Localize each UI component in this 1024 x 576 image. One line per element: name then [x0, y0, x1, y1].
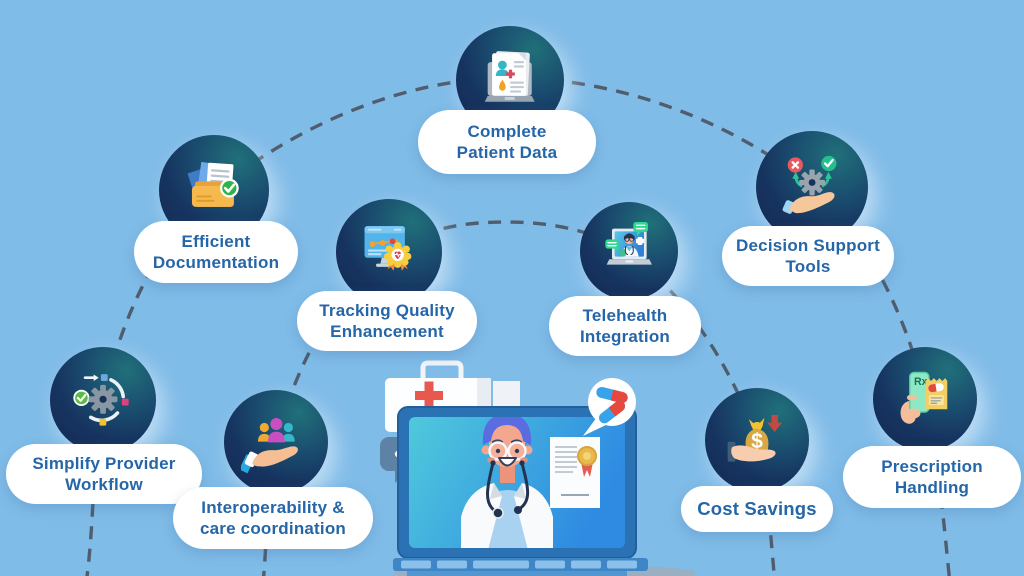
- people-in-hand-icon: [240, 417, 298, 474]
- prescription-handling-circle: Rx: [873, 347, 977, 451]
- monitor-base: [393, 558, 648, 576]
- workflow-cycle-gear-icon: [73, 374, 129, 426]
- quality-badge-monitor-icon: [364, 226, 412, 271]
- simplify-provider-workflow-label: Simplify Provider Workflow: [6, 444, 202, 504]
- cost-savings-circle: $: [705, 388, 809, 492]
- complete-patient-data-label: Complete Patient Data: [418, 110, 596, 174]
- telehealth-doctor-illustration: [380, 360, 695, 576]
- telehealth-monitor: [397, 406, 637, 559]
- tracking-quality-enhancement-circle: [336, 199, 442, 305]
- certificate-icon: [550, 437, 600, 508]
- decision-support-tools-circle: [756, 131, 868, 243]
- tracking-quality-enhancement-label: Tracking Quality Enhancement: [297, 291, 477, 351]
- prescription-handling-label: Prescription Handling: [843, 446, 1021, 508]
- cost-savings-label: Cost Savings: [681, 486, 833, 532]
- dollar-sign: $: [751, 430, 763, 453]
- doctor-figure: [461, 417, 553, 548]
- patient-data-laptop-icon: [485, 51, 535, 103]
- telehealth-laptop-icon: [605, 221, 652, 265]
- pills-speech-bubble-icon: [583, 378, 636, 436]
- telehealth-integration-circle: [580, 202, 678, 300]
- simplify-provider-workflow-circle: [50, 347, 156, 453]
- chat-bubble-left: [605, 239, 620, 252]
- interoperability-care-coordination-circle: [224, 390, 328, 494]
- efficient-documentation-label: Efficient Documentation: [134, 221, 298, 283]
- telehealth-integration-label: Telehealth Integration: [549, 296, 701, 356]
- documentation-folder-icon: [187, 161, 239, 207]
- decision-support-tools-label: Decision Support Tools: [722, 226, 894, 286]
- money-bag-hand-icon: $: [727, 414, 782, 462]
- rx-phone-hand-icon: Rx: [900, 371, 947, 424]
- interoperability-care-coordination-label: Interoperability & care coordination: [173, 487, 373, 549]
- stethoscope: [486, 460, 530, 519]
- rx-symbol: Rx: [914, 376, 928, 388]
- decision-gear-hand-icon: [782, 155, 837, 214]
